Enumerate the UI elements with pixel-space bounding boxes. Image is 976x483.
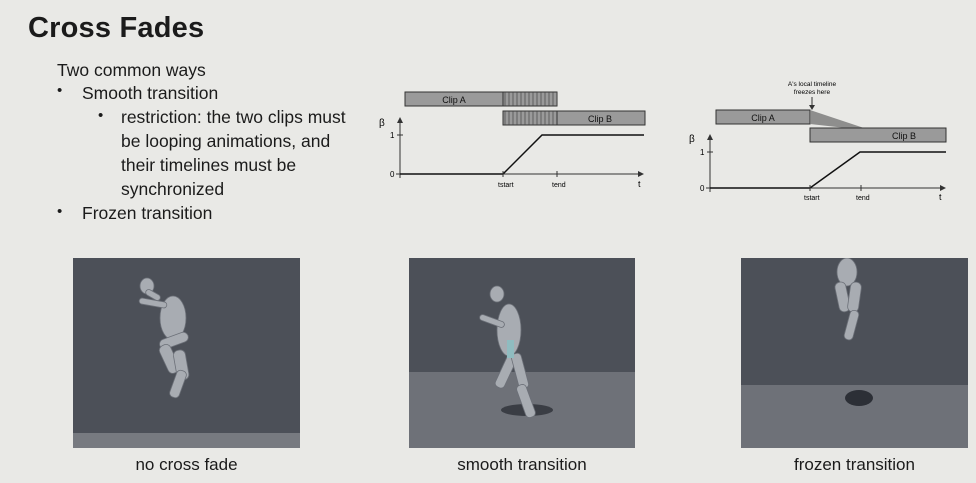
caption-frozen-transition: frozen transition [794, 455, 915, 474]
caption-smooth-transition: smooth transition [457, 455, 587, 474]
slide-title: Cross Fades [28, 12, 205, 44]
fade-out-hatch [503, 92, 557, 106]
tick-0: 0 [700, 184, 705, 193]
frozen-transition-screenshot [741, 258, 968, 448]
restriction-line-2: be looping animations, and [121, 131, 331, 151]
freeze-note-line2: freezes here [794, 89, 831, 96]
beta-curve [710, 151, 946, 189]
bullet-smooth-transition: Smooth transition [82, 83, 219, 103]
clip-b-label: Clip B [892, 131, 916, 141]
freeze-note-line1: A's local timeline [788, 81, 837, 88]
frozen-transition-diagram: A's local timeline freezes here Clip A C… [689, 81, 947, 202]
mannequin-figure [834, 258, 873, 406]
mannequin-figure [479, 285, 553, 418]
smooth-transition-screenshot [409, 258, 635, 448]
restriction-line-4: synchronized [121, 179, 225, 199]
no-cross-fade-screenshot [73, 258, 300, 448]
tick-1: 1 [390, 131, 395, 140]
t-end-label: tend [552, 182, 566, 189]
clip-b-label: Clip B [588, 114, 612, 124]
t-label: t [638, 179, 641, 189]
beta-label: β [689, 134, 695, 145]
tick-1: 1 [700, 148, 705, 157]
clip-a-label: Clip A [442, 95, 466, 105]
frozen-wedge [810, 110, 864, 130]
bullet-dot: • [57, 82, 63, 99]
t-label: t [939, 192, 942, 202]
bullet-frozen-transition: Frozen transition [82, 203, 213, 223]
fade-in-hatch [503, 111, 557, 125]
bullet-dot: • [57, 203, 63, 220]
t-start-label: tstart [498, 182, 514, 189]
clip-b-bar [809, 127, 947, 143]
restriction-line-3: their timelines must be [121, 155, 297, 175]
sub-bullet-dot: • [98, 107, 104, 124]
floor [73, 433, 300, 448]
t-end-label: tend [856, 195, 870, 202]
caption-no-cross-fade: no cross fade [135, 455, 238, 474]
clip-a-label: Clip A [751, 113, 775, 123]
t-start-label: tstart [804, 195, 820, 202]
beta-curve [400, 134, 644, 175]
restriction-line-1: restriction: the two clips must [121, 107, 346, 127]
tick-0: 0 [390, 170, 395, 179]
intro-text: Two common ways [57, 60, 206, 80]
mannequin-figure [138, 277, 190, 399]
beta-label: β [379, 118, 385, 129]
smooth-transition-diagram: Clip A Clip B β 1 0 tstart tend t [379, 91, 646, 189]
